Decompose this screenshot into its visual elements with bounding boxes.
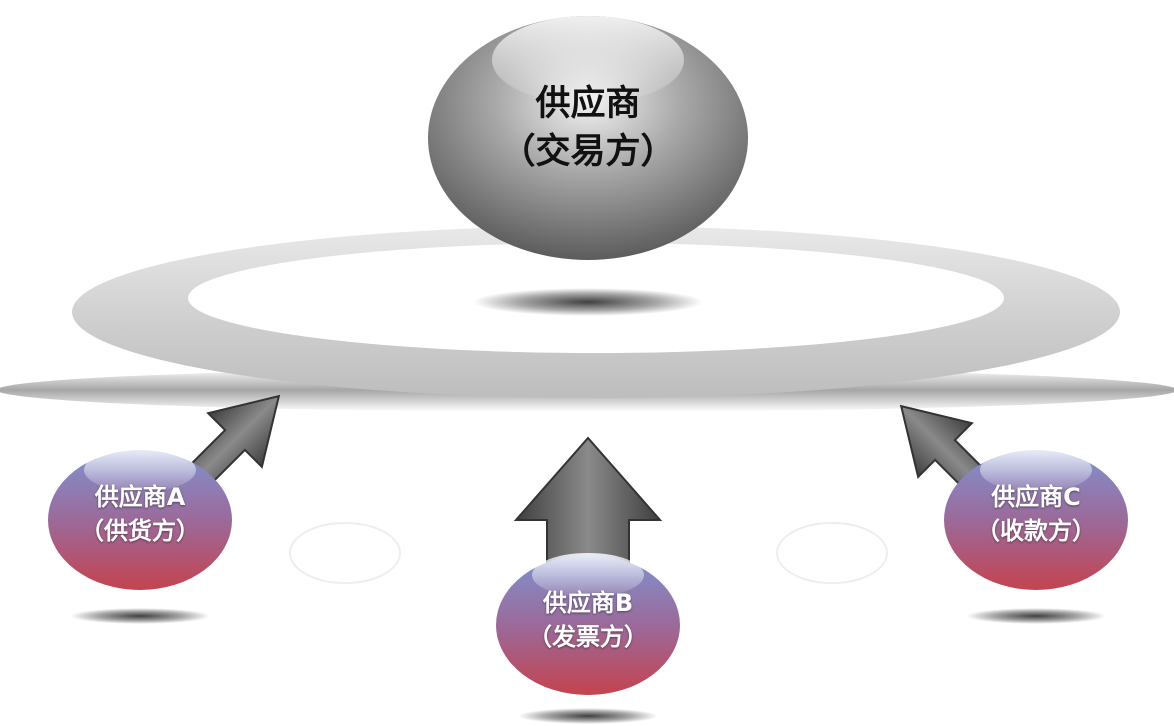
center-label-line1: 供应商 <box>535 84 641 124</box>
node-b-label: 供应商B （发票方） <box>488 586 688 654</box>
ghost-ellipse-right <box>776 522 888 584</box>
center-shadow <box>473 288 703 316</box>
up-arrow-icon <box>513 436 663 569</box>
node-a-sphere <box>48 450 232 590</box>
node-b-shadow <box>518 708 658 724</box>
node-b-sphere <box>496 555 680 695</box>
node-b-line1: 供应商B <box>542 589 634 617</box>
node-c-shadow <box>966 608 1106 624</box>
center-label-line2: （交易方） <box>500 132 676 172</box>
node-a-line1: 供应商A <box>94 483 186 511</box>
node-c-label: 供应商C （收款方） <box>936 480 1136 548</box>
node-a-gloss <box>84 448 196 492</box>
center-sphere-gloss <box>492 16 684 104</box>
node-a-label: 供应商A （供货方） <box>40 480 240 548</box>
node-c-gloss <box>980 448 1092 492</box>
node-b-line2: （发票方） <box>528 623 648 651</box>
ghost-ellipse-left <box>289 522 401 584</box>
center-label: 供应商 （交易方） <box>428 80 748 176</box>
node-a-line2: （供货方） <box>80 517 200 545</box>
node-c-line1: 供应商C <box>991 483 1081 511</box>
node-a-shadow <box>70 608 210 624</box>
node-c-sphere <box>944 450 1128 590</box>
node-c-line2: （收款方） <box>976 517 1096 545</box>
node-b-gloss <box>532 553 644 597</box>
